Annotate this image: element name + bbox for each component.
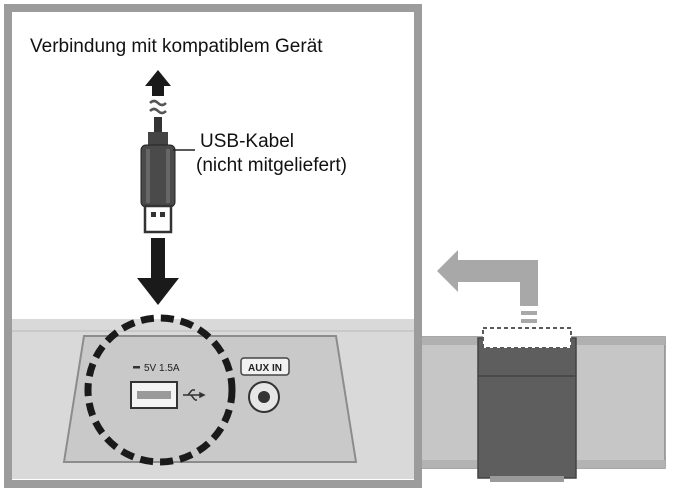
cable-label-line2: (nicht mitgeliefert) [196,155,347,176]
down-arrow-icon [137,238,179,305]
usb-cable-icon [140,117,176,234]
up-arrow-icon [145,70,171,96]
usb-port: 5V 1.5A [130,363,206,409]
device-foot [490,476,564,482]
aux-in-port: AUX IN [240,357,290,413]
cable-label-line1: USB-Kabel [200,131,294,152]
device-unit [414,327,666,482]
usb-trident-icon [183,389,206,401]
aux-label-box [240,357,290,376]
port-rating-label: 5V 1.5A [144,363,180,374]
view-direction-arrow [437,250,538,323]
usb-port-highlight-circle [84,314,236,466]
diagram-title: Verbindung mit kompatiblem Gerät [30,36,323,57]
rear-panel [12,319,414,479]
cable-break-icon [149,99,167,115]
usb-plug-connector [143,204,173,234]
device-front-module [477,337,577,479]
usb-port-location-marker [482,327,572,349]
aux-port-label: AUX IN [248,363,282,374]
